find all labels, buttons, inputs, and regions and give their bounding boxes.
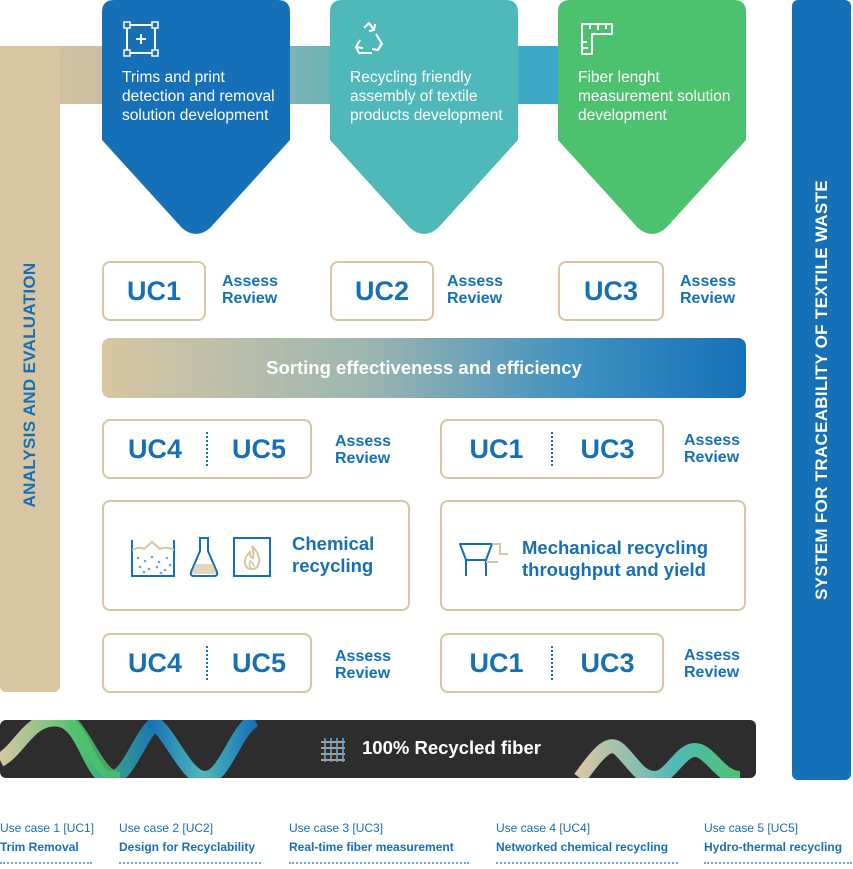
legend-dotted-line — [119, 862, 261, 864]
uc-divider — [206, 432, 208, 466]
fire-hazard-icon — [233, 537, 271, 577]
legend-item-uc5: Use case 5 [UC5] Hydro-thermal recycling — [704, 821, 852, 864]
label-line: throughput and yield — [522, 559, 706, 580]
ruler-icon — [581, 23, 613, 55]
review-text: Review — [684, 449, 740, 466]
uc-code-right: UC5 — [231, 647, 286, 678]
legend-item-uc2: Use case 2 [UC2] Design for Recyclabilit… — [119, 821, 261, 864]
assess-text: Assess — [335, 648, 392, 665]
legend-use-case: Use case 1 [UC1] — [0, 821, 95, 835]
card-trim-removal: Trims and print detection and removal so… — [102, 0, 290, 235]
card-shape — [558, 0, 746, 234]
uc-box-uc2: UC2 — [330, 261, 434, 321]
legend-item-uc4: Use case 4 [UC4] Networked chemical recy… — [496, 821, 678, 864]
legend-name: Hydro-thermal recycling — [704, 840, 843, 854]
uc-box-uc3: UC3 — [558, 261, 664, 321]
assess-text: Assess — [447, 273, 504, 290]
review-text: Review — [335, 665, 391, 682]
card-text: Trims and print detection and removal so… — [122, 69, 275, 124]
legend-dotted-line — [496, 862, 678, 864]
assess-review-label: Assess Review — [684, 647, 740, 681]
review-text: Review — [222, 290, 278, 307]
review-text: Review — [447, 290, 503, 307]
assess-review-label: Assess Review — [680, 273, 736, 307]
card-design-recyclability: Recycling friendly assembly of textile p… — [330, 0, 518, 235]
uc-code-left: UC4 — [127, 647, 182, 678]
right-axis-label: SYSTEM FOR TRACEABILITY OF TEXTILE WASTE — [812, 180, 831, 600]
assess-review-label: Assess Review — [447, 273, 503, 307]
legend-use-case: Use case 5 [UC5] — [704, 821, 799, 835]
chemical-recycling-box: Chemical recycling — [102, 500, 410, 611]
assess-review-label: Assess Review — [335, 433, 391, 467]
assess-text: Assess — [222, 273, 279, 290]
legend-use-case: Use case 2 [UC2] — [119, 821, 214, 835]
crop-plus-icon — [123, 21, 159, 57]
mechanical-recycling-label: Mechanical recycling throughput and yiel… — [522, 537, 708, 581]
uc-divider — [551, 646, 553, 680]
card-fiber-measurement: Fiber lenght measurement solution develo… — [558, 0, 746, 235]
legend-item-uc3: Use case 3 [UC3] Real-time fiber measure… — [289, 821, 469, 864]
label-line: Mechanical recycling — [522, 537, 709, 558]
uc-code: UC3 — [583, 275, 638, 306]
legend-name: Design for Recyclability — [119, 840, 256, 854]
review-text: Review — [335, 450, 391, 467]
review-text: Review — [680, 290, 736, 307]
uc-code-left: UC1 — [469, 433, 524, 464]
uc-code-left: UC1 — [469, 647, 524, 678]
assess-text: Assess — [335, 433, 392, 450]
label-line: recycling — [292, 555, 374, 576]
uc-code: UC2 — [354, 275, 409, 306]
flask-icon — [189, 537, 219, 577]
assess-text: Assess — [684, 432, 741, 449]
woven-fabric-icon — [321, 738, 345, 762]
card-text: Recycling friendly assembly of textile p… — [350, 69, 503, 124]
assess-review-label: Assess Review — [222, 273, 278, 307]
assess-text: Assess — [684, 647, 741, 664]
uc-code: UC1 — [126, 275, 181, 306]
assess-review-label: Assess Review — [684, 432, 740, 466]
mechanical-recycling-box: Mechanical recycling throughput and yiel… — [440, 500, 746, 611]
card-shape — [330, 0, 518, 234]
uc-code-left: UC4 — [127, 433, 182, 464]
hopper-machine-icon — [459, 543, 508, 576]
uc-box-uc1-uc3: UC1 UC3 — [440, 633, 664, 693]
legend-dotted-line — [0, 862, 92, 864]
uc-divider — [206, 646, 208, 680]
recycled-fiber-bar: 100% Recycled fiber — [0, 720, 756, 778]
uc-box-uc1: UC1 — [102, 261, 206, 321]
label-line: Chemical — [292, 533, 375, 554]
analysis-side-bar — [0, 46, 60, 692]
uc-box-uc1-uc3: UC1 UC3 — [440, 419, 664, 479]
uc-box-uc4-uc5: UC4 UC5 — [102, 633, 312, 693]
uc-code-right: UC3 — [580, 433, 635, 464]
legend-item-uc1: Use case 1 [UC1] Trim Removal — [0, 821, 95, 864]
legend-use-case: Use case 4 [UC4] — [496, 821, 591, 835]
card-shape — [102, 0, 290, 234]
uc-code-right: UC5 — [231, 433, 286, 464]
legend-name: Networked chemical recycling — [496, 840, 669, 854]
legend-use-case: Use case 3 [UC3] — [289, 821, 384, 835]
assess-text: Assess — [680, 273, 737, 290]
card-text: Fiber lenght measurement solution develo… — [578, 69, 731, 124]
uc-box-uc4-uc5: UC4 UC5 — [102, 419, 312, 479]
chemical-recycling-label: Chemical recycling — [292, 533, 374, 577]
sediment-tank-icon — [131, 540, 175, 577]
uc-code-right: UC3 — [580, 647, 635, 678]
legend-name: Real-time fiber measurement — [289, 840, 454, 854]
traceability-side-bar — [792, 0, 851, 780]
left-axis-label: ANALYSIS AND EVALUATION — [20, 262, 39, 508]
uc-divider — [551, 432, 553, 466]
recycle-icon — [355, 22, 383, 54]
legend-name: Trim Removal — [0, 840, 79, 854]
legend-dotted-line — [704, 862, 852, 864]
assess-review-label: Assess Review — [335, 648, 391, 682]
review-text: Review — [684, 664, 740, 681]
fiber-wave-decoration — [0, 720, 742, 778]
sorting-effectiveness-bar: Sorting effectiveness and efficiency — [102, 338, 746, 398]
recycled-fiber-label: 100% Recycled fiber — [362, 737, 541, 758]
legend-dotted-line — [289, 862, 469, 864]
